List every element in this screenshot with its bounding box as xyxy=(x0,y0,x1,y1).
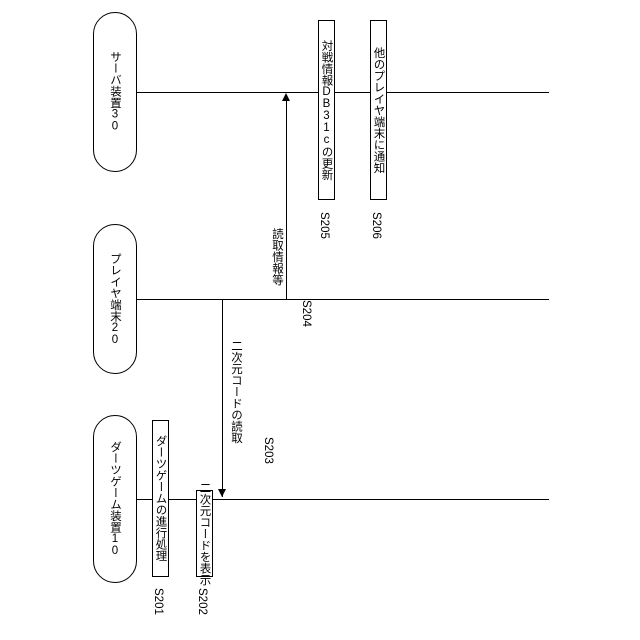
lifeline-head-player-terminal: プレイヤ端末20 xyxy=(93,224,137,374)
step-id-s203: S203 xyxy=(262,437,274,464)
step-id-s205: S205 xyxy=(318,212,330,239)
message-line-s204 xyxy=(286,100,287,300)
process-bar-s206: 他のプレイヤ端末に通知 xyxy=(370,20,387,200)
message-label-s204: 読取情報等 xyxy=(271,228,283,286)
lifeline-head-game-device-label: ダーツゲーム装置10 xyxy=(109,441,121,557)
step-id-s204: S204 xyxy=(300,300,312,327)
process-bar-s205-label: 対戦情報DB31cの更新 xyxy=(320,39,333,181)
step-id-s202: S202 xyxy=(196,588,208,615)
message-line-s203 xyxy=(222,299,223,497)
lifeline-head-server-device: サーバ装置30 xyxy=(93,12,137,172)
lifeline-line-server-device xyxy=(137,92,549,93)
process-bar-s202-label: 二次元コードを表示 xyxy=(198,481,211,586)
process-bar-s206-label: 他のプレイヤ端末に通知 xyxy=(372,46,385,174)
lifeline-line-game-device xyxy=(137,499,549,500)
lifeline-line-player-terminal xyxy=(137,299,549,300)
process-bar-s205: 対戦情報DB31cの更新 xyxy=(318,20,335,200)
step-id-s201: S201 xyxy=(152,588,164,615)
lifeline-head-server-device-label: サーバ装置30 xyxy=(109,51,121,133)
message-label-s203: 二次元コードの読取 xyxy=(230,340,242,444)
process-bar-s201-label: ダーツゲームの進行処理 xyxy=(154,435,167,562)
process-bar-s202: 二次元コードを表示 xyxy=(196,482,213,585)
step-id-s206: S206 xyxy=(370,212,382,239)
message-arrow-s204 xyxy=(282,93,290,101)
message-arrow-s203 xyxy=(218,489,226,497)
process-bar-s201: ダーツゲームの進行処理 xyxy=(152,420,169,577)
lifeline-head-game-device: ダーツゲーム装置10 xyxy=(93,415,137,583)
lifeline-head-player-terminal-label: プレイヤ端末20 xyxy=(109,252,121,346)
